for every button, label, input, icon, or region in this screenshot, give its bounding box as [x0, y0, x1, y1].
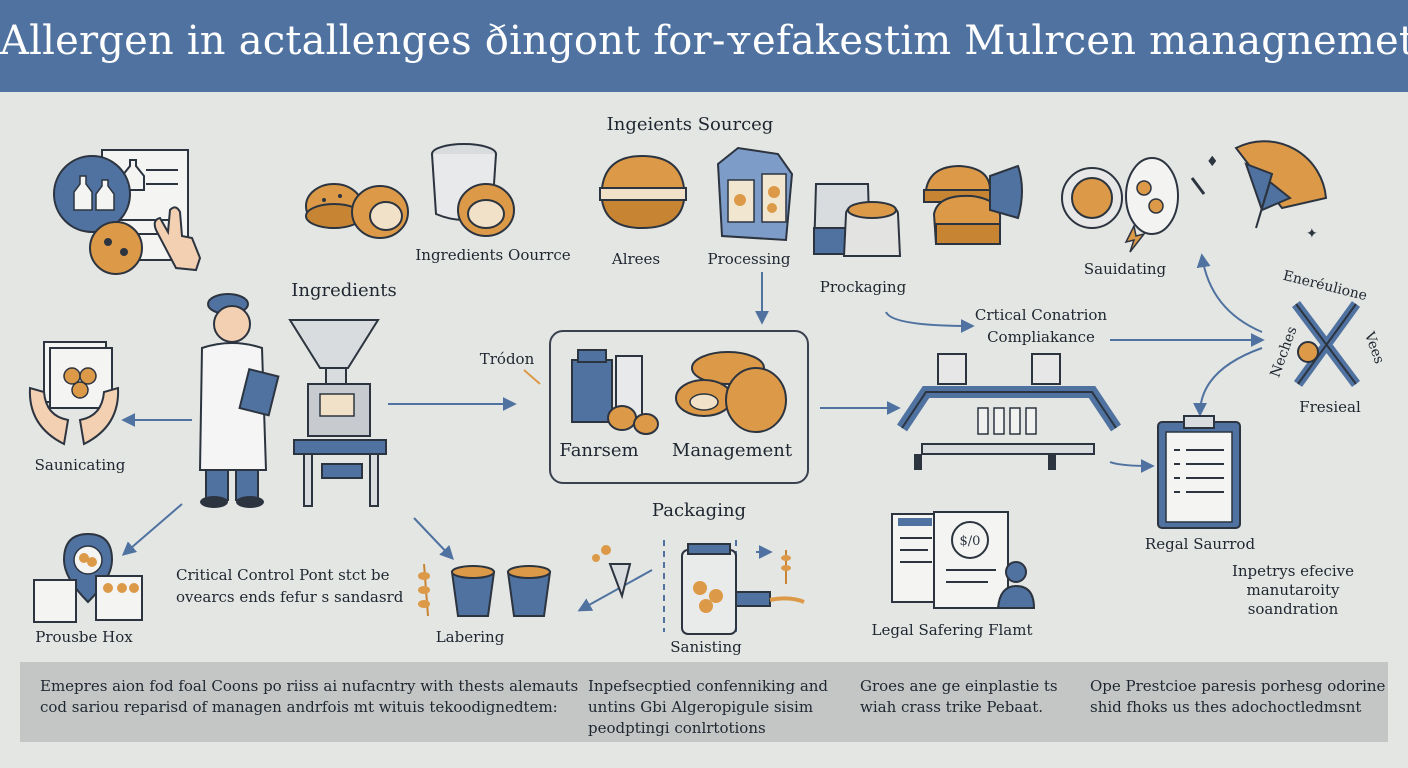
- footer-col-2-line-3: peodptingi conlrtotions: [588, 719, 766, 737]
- chef-icon: [198, 293, 280, 508]
- impetrys-line-2: manutaroity: [1246, 581, 1340, 599]
- pastry-icon: [923, 164, 1023, 245]
- bag-icon: [716, 146, 794, 242]
- sack-icon: [812, 183, 902, 257]
- footer-col-4-line-1: Ope Prestcioe paresis porhesg odorine: [1090, 677, 1386, 695]
- dollar-sign: $/0: [960, 534, 981, 549]
- ccp-line-1: Critical Control Pont stct be: [176, 566, 390, 584]
- management-label: Management: [671, 440, 793, 461]
- footer-col-3: Groes ane ge einplastie ts wiah crass tr…: [860, 676, 1058, 718]
- packaging-label: Packaging: [651, 500, 747, 521]
- prockaging-label: Prockaging: [819, 278, 907, 296]
- header: Allergen in actallenges ðingont for-ʏefa…: [0, 0, 1408, 92]
- syringe-icon: [1292, 301, 1361, 387]
- cups-icon: [418, 563, 552, 617]
- labering-label: Labering: [435, 628, 505, 646]
- breads-icon: [675, 351, 787, 433]
- packaging-bag-icon: [592, 543, 805, 635]
- impetrys-line-1: Inpetrys efecive: [1231, 562, 1355, 580]
- sandwich-icon: [599, 154, 687, 230]
- footer-col-4-line-2: shid fhoks us thes adochoctledmsnt: [1090, 698, 1362, 716]
- saunicating-label: Saunicating: [34, 456, 126, 474]
- compliakance-label: Compliakance: [987, 328, 1095, 346]
- clipboard-icon: [1157, 415, 1241, 529]
- sanisting-label: Sanisting: [670, 638, 742, 656]
- footer-col-1-line-2: cod sariou reparisd of managen andrfois …: [40, 698, 558, 716]
- document-hand-icon: [53, 149, 202, 275]
- legal-document-icon: $/0: [891, 511, 1036, 609]
- fresieal-label: Fresieal: [1299, 398, 1361, 416]
- processing-label: Processing: [707, 250, 791, 268]
- critical-conation-label: Crtical Conatrion: [974, 306, 1108, 324]
- footer-col-1: Emepres aion fod foal Coons po riiss ai …: [40, 676, 578, 718]
- conveyor-icon: [897, 353, 1121, 470]
- page-title: Allergen in actallenges ðingont for-ʏefa…: [0, 18, 1408, 64]
- footer-panel: Emepres aion fod foal Coons po riiss ai …: [20, 662, 1388, 742]
- sauidating-label: Sauidating: [1083, 260, 1167, 278]
- ingredients-sourcing-heading: Ingeients Sourceg: [606, 114, 774, 135]
- hands-box-icon: [28, 341, 120, 446]
- prousbe-hox-label: Prousbe Hox: [35, 628, 133, 646]
- ingredients-source-label: Ingredients Oourrce: [415, 246, 571, 264]
- footer-col-2-line-2: untins Gbi Algeropigule sisim: [588, 698, 814, 716]
- management-box: [549, 330, 809, 484]
- machine-icon: [288, 319, 387, 507]
- bread-rolls-icon: [305, 183, 409, 239]
- footer-col-3-line-1: Groes ane ge einplastie ts: [860, 677, 1058, 695]
- shield-icon: [1061, 157, 1179, 253]
- alrees-label: Alrees: [611, 250, 661, 268]
- jar-icon: [431, 143, 515, 237]
- fanrsem-label: Fanrsem: [559, 440, 639, 461]
- scale-icon: ♦ ✦: [1190, 140, 1328, 242]
- svg-text:✦: ✦: [1306, 226, 1318, 242]
- legal-safering-label: Legal Safering Flamt: [871, 621, 1033, 639]
- impetrys-line-3: soandration: [1247, 600, 1339, 618]
- ingredients-label: Ingredients: [291, 280, 397, 301]
- footer-col-4: Ope Prestcioe paresis porhesg odorine sh…: [1090, 676, 1385, 718]
- regal-saurrod-label: Regal Saurrod: [1144, 535, 1256, 553]
- packaged-goods-icon: [571, 349, 659, 435]
- svg-text:♦: ♦: [1206, 154, 1219, 170]
- footer-col-3-line-2: wiah crass trike Pebaat.: [860, 698, 1043, 716]
- crate-icon: [33, 532, 143, 623]
- trodon-label: Tródon: [479, 350, 535, 368]
- footer-col-2-line-1: Inpefsecptied confenniking and: [588, 677, 829, 695]
- ccp-line-2: ovearcs ends fefur s sandasrd: [176, 588, 404, 606]
- footer-col-2: Inpefsecptied confenniking and untins Gb…: [588, 676, 828, 739]
- footer-col-1-line-1: Emepres aion fod foal Coons po riiss ai …: [40, 677, 579, 695]
